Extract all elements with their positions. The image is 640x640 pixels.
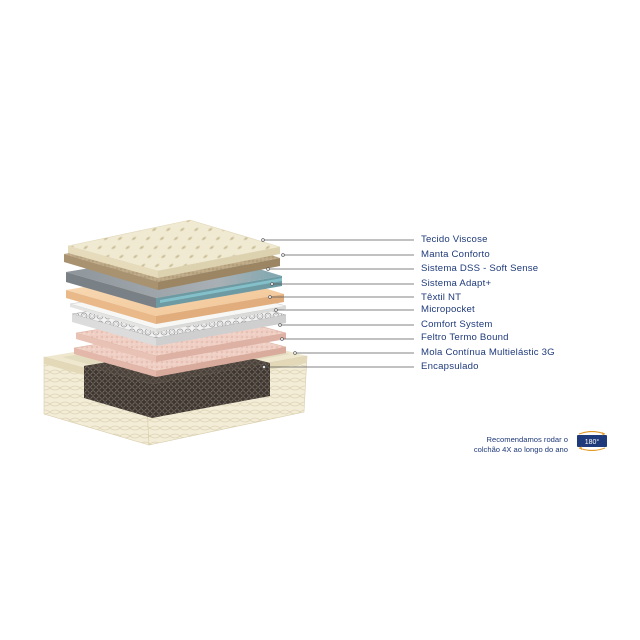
rotation-note-line2: colchão 4X ao longo do ano (473, 445, 568, 454)
leader-anchor-dot (270, 282, 274, 286)
leader-lines (261, 238, 414, 369)
leader-anchor-dot (268, 295, 272, 299)
label-encapsulado: Encapsulado (421, 361, 479, 372)
label-manta-conforto: Manta Conforto (421, 249, 490, 260)
leader-anchor-dot (280, 337, 284, 341)
leader-anchor-dot (266, 267, 270, 271)
label-textil-nt: Têxtil NT (421, 292, 462, 303)
leader-anchor-dot (293, 351, 297, 355)
leader-anchor-dot (262, 365, 266, 369)
rotate-badge-label: 180° (585, 438, 600, 446)
label-sistema-dss: Sistema DSS - Soft Sense (421, 263, 539, 274)
label-comfort-system: Comfort System (421, 319, 493, 330)
leader-anchor-dot (274, 308, 278, 312)
label-feltro-termo-bound: Feltro Termo Bound (421, 332, 509, 343)
leader-anchor-dot (261, 238, 265, 242)
label-tecido-viscose: Tecido Viscose (421, 234, 488, 245)
label-micropocket: Micropocket (421, 304, 475, 315)
rotate-180-icon: 180° (573, 431, 611, 451)
label-sistema-adapt: Sistema Adapt+ (421, 278, 492, 289)
leader-anchor-dot (278, 323, 282, 327)
rotation-note-line1: Recomendamos rodar o (486, 435, 568, 444)
rotation-note: Recomendamos rodar o colchão 4X ao longo… (474, 435, 568, 455)
leader-anchor-dot (281, 253, 285, 257)
label-mola-continua: Mola Contínua Multielástic 3G (421, 347, 555, 358)
layer-tecido-viscose (67, 219, 281, 278)
